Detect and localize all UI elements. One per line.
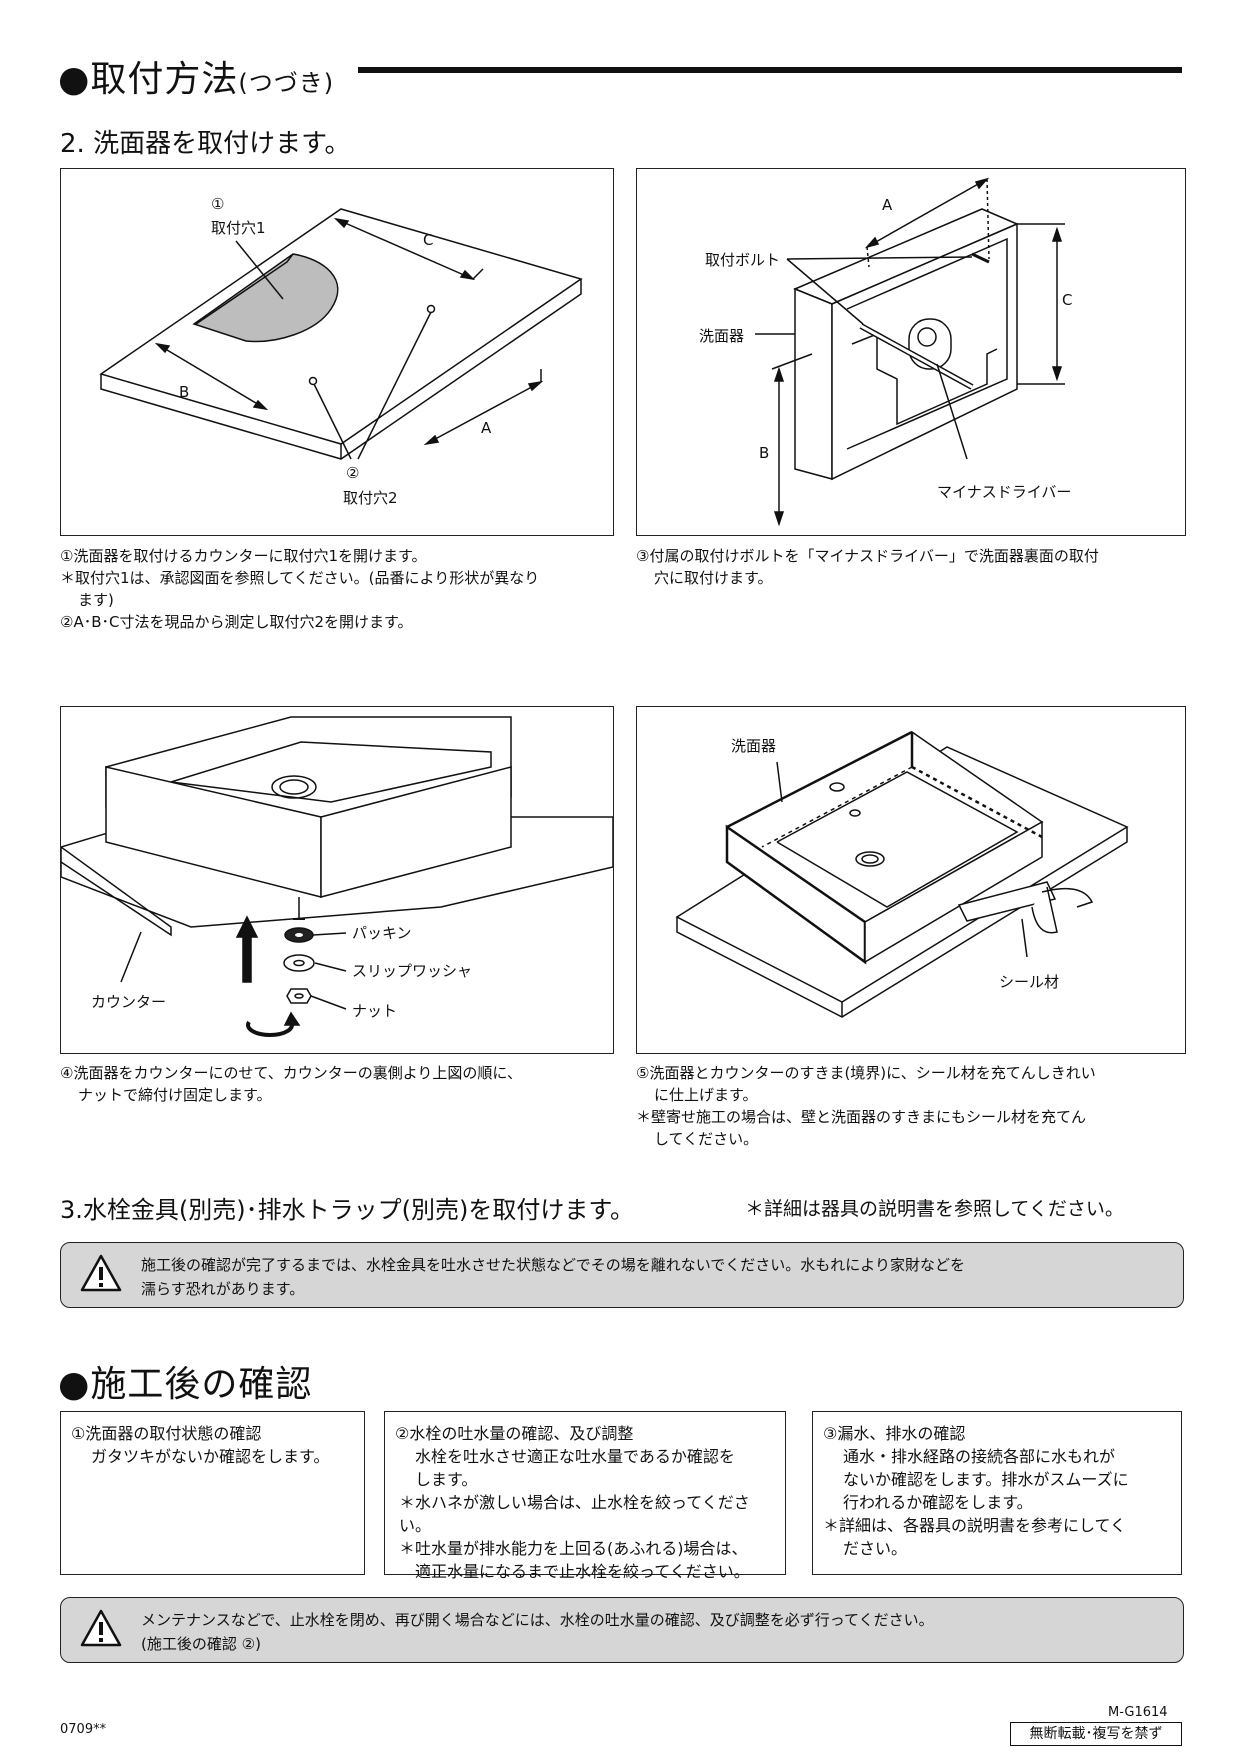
caption-fig2: ③付属の取付けボルトを「マイナスドライバー」で洗面器裏面の取付 穴に取付けます。 bbox=[636, 545, 1196, 589]
basin-label-4: 洗面器 bbox=[731, 737, 777, 755]
figure-basin-mounting: パッキン スリップワッシャ ナット カウンター bbox=[60, 706, 614, 1054]
check-3-line1: 通水・排水経路の接続各部に水もれが bbox=[843, 1447, 1116, 1466]
figure-basin-bolts: A 取付ボルト C 洗面器 B マイナスドライバー bbox=[636, 168, 1186, 536]
caption-fig4-line4: してください。 bbox=[654, 1130, 759, 1148]
title-suffix: (つづき) bbox=[238, 69, 335, 97]
hole1-num: ① bbox=[211, 195, 225, 213]
warning-icon bbox=[80, 1254, 122, 1292]
title-main: ●取付方法 bbox=[58, 59, 239, 100]
warning-box-1: 施工後の確認が完了するまでは、水栓金具を吐水させた状態などでその場を離れないでく… bbox=[60, 1242, 1184, 1308]
check-3-line5: ださい。 bbox=[843, 1539, 908, 1558]
page-title: ●取付方法(つづき) bbox=[58, 50, 334, 102]
check-2-line4: ＊吐水量が排水能力を上回る(あふれる)場合は、 bbox=[399, 1539, 748, 1558]
sealant-label: シール材 bbox=[999, 973, 1060, 991]
counter-label: カウンター bbox=[91, 993, 167, 1011]
caption-fig2-line2: 穴に取付けます。 bbox=[654, 569, 773, 587]
figure-counter-holes: ① 取付穴1 C B A ② 取付穴2 bbox=[60, 168, 614, 536]
check-box-1: ①洗面器の取付状態の確認 ガタツキがないか確認をします。 bbox=[60, 1411, 365, 1575]
footer-model: M-G1614 bbox=[1108, 1705, 1168, 1720]
after-title: ●施工後の確認 bbox=[58, 1364, 313, 1405]
caption-fig1-line2: ＊取付穴1は、承認図面を参照してください。(品番により形状が異なり bbox=[60, 569, 540, 587]
dim-a-label: A bbox=[481, 419, 492, 437]
warning-2-line2: (施工後の確認 ②) bbox=[141, 1635, 261, 1653]
basin-mounting-drawing bbox=[61, 716, 613, 1037]
warning-2-line1: メンテナンスなどで、止水栓を閉め、再び開く場合などには、水栓の吐水量の確認、及び… bbox=[141, 1611, 934, 1629]
caption-fig1-line1: ①洗面器を取付けるカウンターに取付穴1を開けます。 bbox=[60, 547, 427, 565]
counter-holes-drawing bbox=[99, 208, 583, 460]
step2-heading: 2. 洗面器を取付けます。 bbox=[60, 129, 351, 159]
washer-label: スリップワッシャ bbox=[352, 962, 473, 980]
check-2-title: ②水栓の吐水量の確認、及び調整 bbox=[395, 1424, 634, 1443]
caption-fig4-line2: に仕上げます。 bbox=[654, 1086, 758, 1104]
dim-c-label-2: C bbox=[1062, 291, 1073, 309]
check-1-title: ①洗面器の取付状態の確認 bbox=[71, 1424, 262, 1443]
caption-fig1-line4: ②A･B･C寸法を現品から測定し取付穴2を開けます。 bbox=[60, 613, 413, 631]
warning-icon bbox=[80, 1609, 122, 1647]
basin-label-2: 洗面器 bbox=[699, 327, 745, 345]
caption-fig1-line3: ます) bbox=[78, 591, 114, 609]
check-2-line5: 適正水量になるまで止水栓を絞ってください。 bbox=[415, 1562, 750, 1581]
hole1-label: 取付穴1 bbox=[211, 219, 266, 237]
dim-b-label: B bbox=[179, 383, 190, 401]
hole2-num: ② bbox=[346, 464, 360, 482]
title-rule bbox=[358, 67, 1182, 73]
check-1-line1: ガタツキがないか確認をします。 bbox=[91, 1447, 330, 1466]
basin-bolts-drawing bbox=[755, 177, 1065, 527]
footer-code: 0709** bbox=[60, 1722, 107, 1737]
check-3-line4: ＊詳細は、各器具の説明書を参考にしてく bbox=[823, 1516, 1127, 1535]
warning-1-text: 施工後の確認が完了するまでは、水栓金具を吐水させた状態などでその場を離れないでく… bbox=[141, 1253, 965, 1301]
warning-1-line2: 濡らす恐れがあります。 bbox=[141, 1280, 305, 1298]
step3-note: ＊詳細は器具の説明書を参照してください。 bbox=[745, 1198, 1124, 1220]
check-box-2: ②水栓の吐水量の確認、及び調整 水栓を吐水させ適正な吐水量であるか確認を します… bbox=[384, 1411, 786, 1581]
warning-1-line1: 施工後の確認が完了するまでは、水栓金具を吐水させた状態などでその場を離れないでく… bbox=[141, 1256, 965, 1274]
caption-fig3-line1: ④洗面器をカウンターにのせて、カウンターの裏側より上図の順に、 bbox=[60, 1064, 522, 1082]
dim-a-label-2: A bbox=[882, 196, 893, 214]
check-2-line2: します。 bbox=[415, 1470, 478, 1489]
step3-heading: 3.水栓金具(別売)･排水トラップ(別売)を取付けます。 bbox=[60, 1196, 634, 1224]
dim-c-label: C bbox=[423, 231, 434, 249]
caption-fig1: ①洗面器を取付けるカウンターに取付穴1を開けます。 ＊取付穴1は、承認図面を参照… bbox=[60, 545, 620, 633]
caption-fig4: ⑤洗面器とカウンターのすきま(境界)に、シール材を充てんしきれい に仕上げます。… bbox=[636, 1062, 1196, 1150]
figure-sealant: 洗面器 シール材 bbox=[636, 706, 1186, 1054]
check-2-line3: ＊水ハネが激しい場合は、止水栓を絞ってください。 bbox=[399, 1493, 750, 1535]
caption-fig4-line1: ⑤洗面器とカウンターのすきま(境界)に、シール材を充てんしきれい bbox=[636, 1064, 1096, 1082]
check-2-line1: 水栓を吐水させ適正な吐水量であるか確認を bbox=[415, 1447, 735, 1466]
nut-label: ナット bbox=[352, 1002, 398, 1020]
caption-fig2-line1: ③付属の取付けボルトを「マイナスドライバー」で洗面器裏面の取付 bbox=[636, 547, 1099, 565]
driver-label: マイナスドライバー bbox=[937, 483, 1072, 501]
dim-b-label-2: B bbox=[759, 444, 770, 462]
bolt-label: 取付ボルト bbox=[705, 251, 781, 269]
caption-fig4-line3: ＊壁寄せ施工の場合は、壁と洗面器のすきまにもシール材を充てん bbox=[636, 1108, 1087, 1126]
packing-label: パッキン bbox=[352, 924, 412, 942]
caption-fig3: ④洗面器をカウンターにのせて、カウンターの裏側より上図の順に、 ナットで締付け固… bbox=[60, 1062, 620, 1106]
check-box-3: ③漏水、排水の確認 通水・排水経路の接続各部に水もれが ないか確認をします。排水… bbox=[812, 1411, 1182, 1575]
hole2-label: 取付穴2 bbox=[343, 489, 398, 507]
check-3-title: ③漏水、排水の確認 bbox=[823, 1424, 966, 1443]
sealant-drawing bbox=[675, 730, 1129, 1018]
copyright-notice: 無断転載･複写を禁ず bbox=[1010, 1722, 1182, 1746]
warning-2-text: メンテナンスなどで、止水栓を閉め、再び開く場合などには、水栓の吐水量の確認、及び… bbox=[141, 1608, 934, 1656]
warning-box-2: メンテナンスなどで、止水栓を閉め、再び開く場合などには、水栓の吐水量の確認、及び… bbox=[60, 1597, 1184, 1663]
check-3-line2: ないか確認をします。排水がスムーズに bbox=[843, 1470, 1129, 1489]
caption-fig3-line2: ナットで締付け固定します。 bbox=[78, 1086, 272, 1104]
check-3-line3: 行われるか確認をします。 bbox=[843, 1493, 1033, 1512]
